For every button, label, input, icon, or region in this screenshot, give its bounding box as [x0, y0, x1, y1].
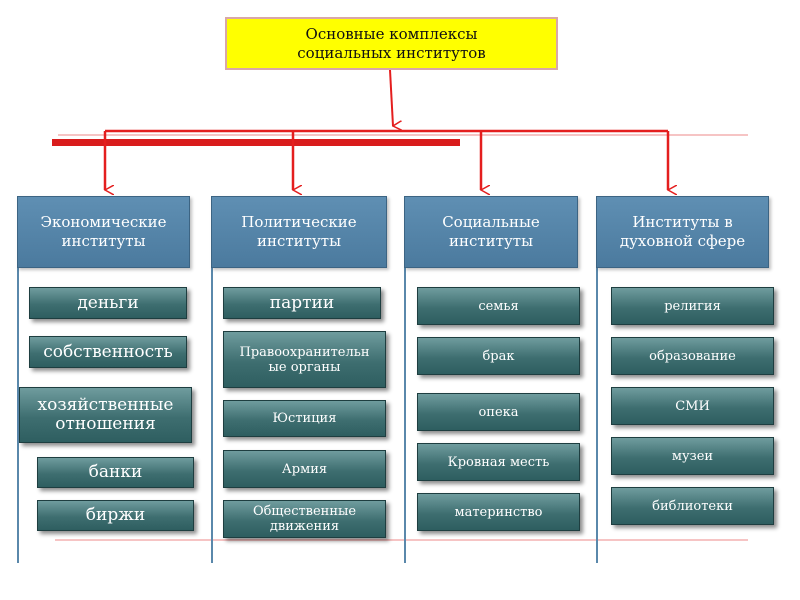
column-line-2 — [211, 268, 213, 563]
column-line-4 — [596, 268, 598, 563]
header-social: Социальные институты — [404, 196, 578, 268]
item-religion: религия — [611, 287, 774, 325]
item-parties-label: партии — [269, 292, 335, 313]
column-line-1 — [17, 268, 19, 563]
item-education: образование — [611, 337, 774, 375]
item-blood-feud: Кровная месть — [417, 443, 580, 481]
title-box: Основные комплексы социальных институтов — [225, 17, 558, 70]
item-social-movements: Общественные движения — [223, 500, 386, 538]
item-property: собственность — [29, 336, 187, 368]
item-libraries: библиотеки — [611, 487, 774, 525]
item-exchanges: биржи — [37, 500, 194, 531]
item-banks: банки — [37, 457, 194, 488]
item-economic-relations: хозяйственные отношения — [19, 387, 192, 443]
column-line-3 — [404, 268, 406, 563]
header-social-label: Социальные институты — [442, 213, 540, 250]
item-motherhood-label: материнство — [454, 504, 543, 520]
item-justice-label: Юстиция — [272, 411, 337, 426]
item-media: СМИ — [611, 387, 774, 425]
item-education-label: образование — [649, 348, 736, 364]
item-libraries-label: библиотеки — [652, 498, 733, 514]
item-marriage: брак — [417, 337, 580, 375]
item-banks-label: банки — [88, 462, 143, 482]
item-museums: музеи — [611, 437, 774, 475]
item-media-label: СМИ — [675, 398, 710, 414]
thick-red-bar — [52, 139, 460, 146]
header-political: Политические институты — [211, 196, 387, 268]
item-family-label: семья — [478, 298, 519, 314]
header-spiritual-label: Институты в духовной сфере — [619, 213, 746, 250]
header-economic: Экономические институты — [17, 196, 190, 268]
item-museums-label: музеи — [671, 448, 714, 464]
item-property-label: собственность — [43, 341, 173, 362]
item-army: Армия — [223, 450, 386, 488]
item-parties: партии — [223, 287, 381, 319]
item-blood-feud-label: Кровная месть — [447, 454, 550, 470]
item-money: деньги — [29, 287, 187, 319]
header-political-label: Политические институты — [241, 213, 357, 250]
header-economic-label: Экономические институты — [40, 213, 167, 250]
item-army-label: Армия — [281, 461, 328, 477]
item-guardianship: опека — [417, 393, 580, 431]
item-law-enforcement-label: Правоохранительн ые органы — [239, 344, 370, 375]
item-religion-label: религия — [664, 298, 721, 314]
header-spiritual: Институты в духовной сфере — [596, 196, 769, 268]
item-money-label: деньги — [77, 292, 139, 313]
item-exchanges-label: биржи — [85, 505, 146, 525]
item-justice: Юстиция — [223, 400, 386, 437]
item-social-movements-label: Общественные движения — [252, 504, 357, 534]
item-law-enforcement: Правоохранительн ые органы — [223, 331, 386, 388]
item-guardianship-label: опека — [478, 404, 519, 420]
item-marriage-label: брак — [482, 348, 515, 364]
title-text: Основные комплексы социальных институтов — [297, 24, 486, 62]
arrow-title-down — [389, 69, 393, 126]
item-motherhood: материнство — [417, 493, 580, 531]
item-economic-relations-label: хозяйственные отношения — [37, 395, 174, 434]
item-family: семья — [417, 287, 580, 325]
